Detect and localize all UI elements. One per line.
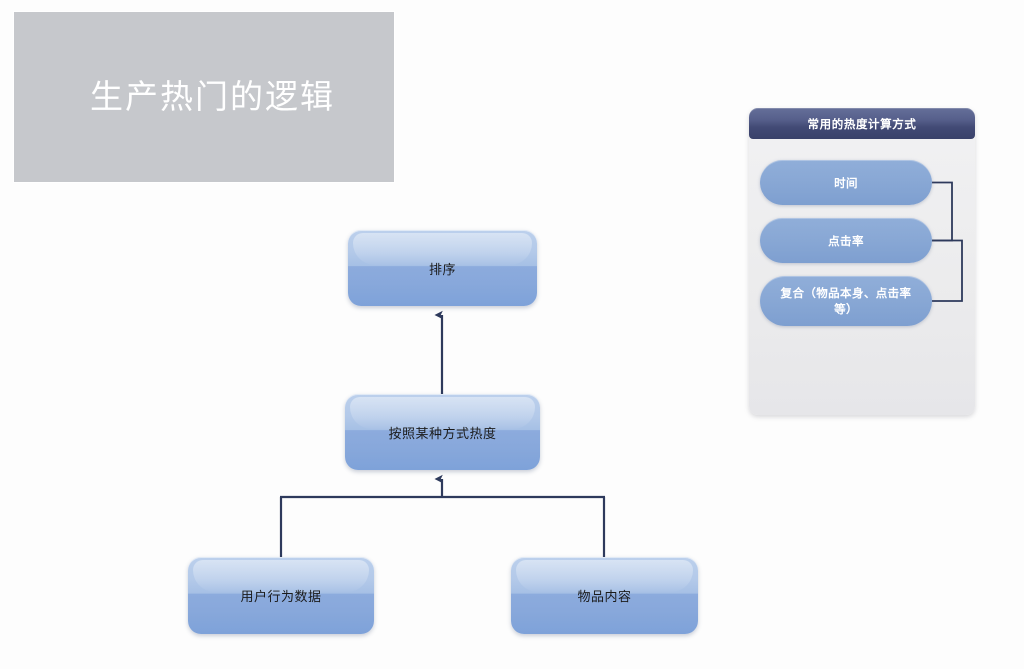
flow-node-label: 按照某种方式热度 (388, 426, 497, 442)
flow-node-user-behavior-data[interactable]: 用户行为数据 (188, 557, 374, 634)
flow-node-item-content[interactable]: 物品内容 (511, 557, 698, 634)
flow-node-label: 物品内容 (577, 590, 632, 605)
method-pill-label: 点击率 (828, 233, 864, 248)
flow-node-sort[interactable]: 排序 (348, 230, 537, 306)
edge-sources-to-heat (279, 474, 606, 557)
method-pill-click-rate[interactable]: 点击率 (760, 218, 932, 263)
method-pill-label: 时间 (834, 175, 858, 190)
bracket-upper (932, 181, 953, 242)
page-title: 生产热门的逻辑 (90, 77, 335, 116)
panel-title: 常用的热度计算方式 (807, 116, 917, 131)
flow-node-label: 排序 (428, 262, 456, 278)
method-pill-label: 复合（物品本身、点击率等） (780, 286, 912, 316)
heat-calculation-methods-panel: 常用的热度计算方式 时间 点击率 复合（物品本身、点击率等） (749, 108, 975, 415)
panel-header: 常用的热度计算方式 (749, 108, 975, 139)
method-pill-composite[interactable]: 复合（物品本身、点击率等） (760, 276, 932, 326)
method-pill-time[interactable]: 时间 (760, 160, 932, 205)
title-banner: 生产热门的逻辑 (14, 12, 394, 182)
bracket-lower (932, 239, 963, 302)
flow-node-label: 用户行为数据 (240, 590, 322, 605)
flow-node-heat[interactable]: 按照某种方式热度 (345, 394, 540, 470)
